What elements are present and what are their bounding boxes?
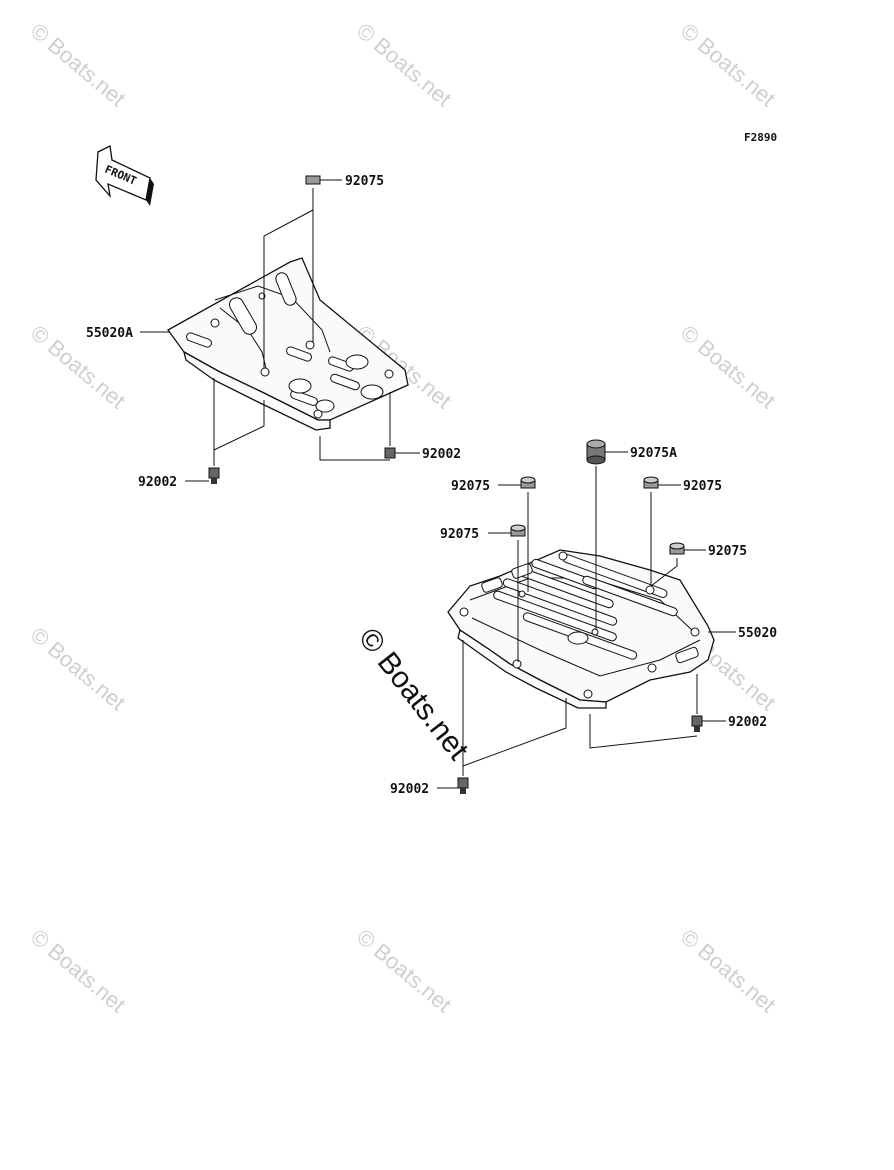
bolt-icon xyxy=(208,467,220,484)
part-label-lower-spacer-1[interactable]: 92075 xyxy=(451,479,490,494)
spacer-icon xyxy=(643,476,659,489)
part-label-lower-bolt-left[interactable]: 92002 xyxy=(390,782,429,797)
part-label-lower-spacer-3[interactable]: 92075 xyxy=(440,527,479,542)
lower-plate-slots xyxy=(481,554,699,664)
part-label-lower-plate[interactable]: 55020 xyxy=(738,626,777,641)
part-label-lower-bolt-right[interactable]: 92002 xyxy=(728,715,767,730)
part-label-upper-spacer[interactable]: 92075 xyxy=(345,174,384,189)
bolt-icon xyxy=(691,715,703,732)
spacer-icon xyxy=(669,542,685,555)
part-label-upper-plate[interactable]: 55020A xyxy=(86,326,133,341)
part-label-lower-spacer-a[interactable]: 92075A xyxy=(630,446,677,461)
part-label-upper-bolt-left[interactable]: 92002 xyxy=(138,475,177,490)
part-label-lower-spacer-4[interactable]: 92075 xyxy=(708,544,747,559)
collar-icon xyxy=(586,439,606,465)
part-label-lower-spacer-2[interactable]: 92075 xyxy=(683,479,722,494)
spacer-icon xyxy=(510,524,526,537)
front-arrow-icon: FRONT xyxy=(95,145,154,206)
part-label-upper-bolt-right[interactable]: 92002 xyxy=(422,447,461,462)
bolt-icon xyxy=(457,777,469,794)
bolt-icon xyxy=(384,447,396,459)
spacer-icon xyxy=(520,476,536,489)
upper-skid-plate xyxy=(167,257,409,431)
lower-skid-plate xyxy=(447,549,715,709)
figure-code: F2890 xyxy=(744,131,777,144)
